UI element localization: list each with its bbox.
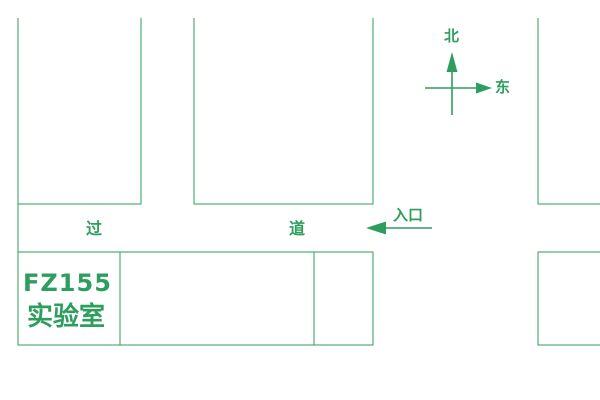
compass-east-label: 东 — [495, 78, 511, 96]
east-arrow-icon — [476, 82, 492, 94]
compass-icon — [425, 52, 492, 115]
north-arrow-icon — [446, 52, 458, 72]
room-block-lower-far-right — [537, 251, 600, 346]
room-block-upper-middle — [193, 18, 374, 205]
room-block-upper-left — [17, 18, 142, 205]
lab-room-code: FZ155 — [23, 269, 112, 297]
corridor-label-char-2: 道 — [289, 219, 306, 238]
compass-north-label: 北 — [444, 27, 460, 45]
corridor-label-char-1: 过 — [86, 219, 103, 238]
room-block-upper-right — [537, 18, 600, 205]
lab-room-name: 实验室 — [27, 302, 106, 332]
entrance-arrow-icon — [366, 221, 432, 235]
room-block-lower-middle — [119, 251, 315, 346]
room-block-lower-right — [313, 251, 374, 346]
entrance-label: 入口 — [393, 206, 424, 224]
